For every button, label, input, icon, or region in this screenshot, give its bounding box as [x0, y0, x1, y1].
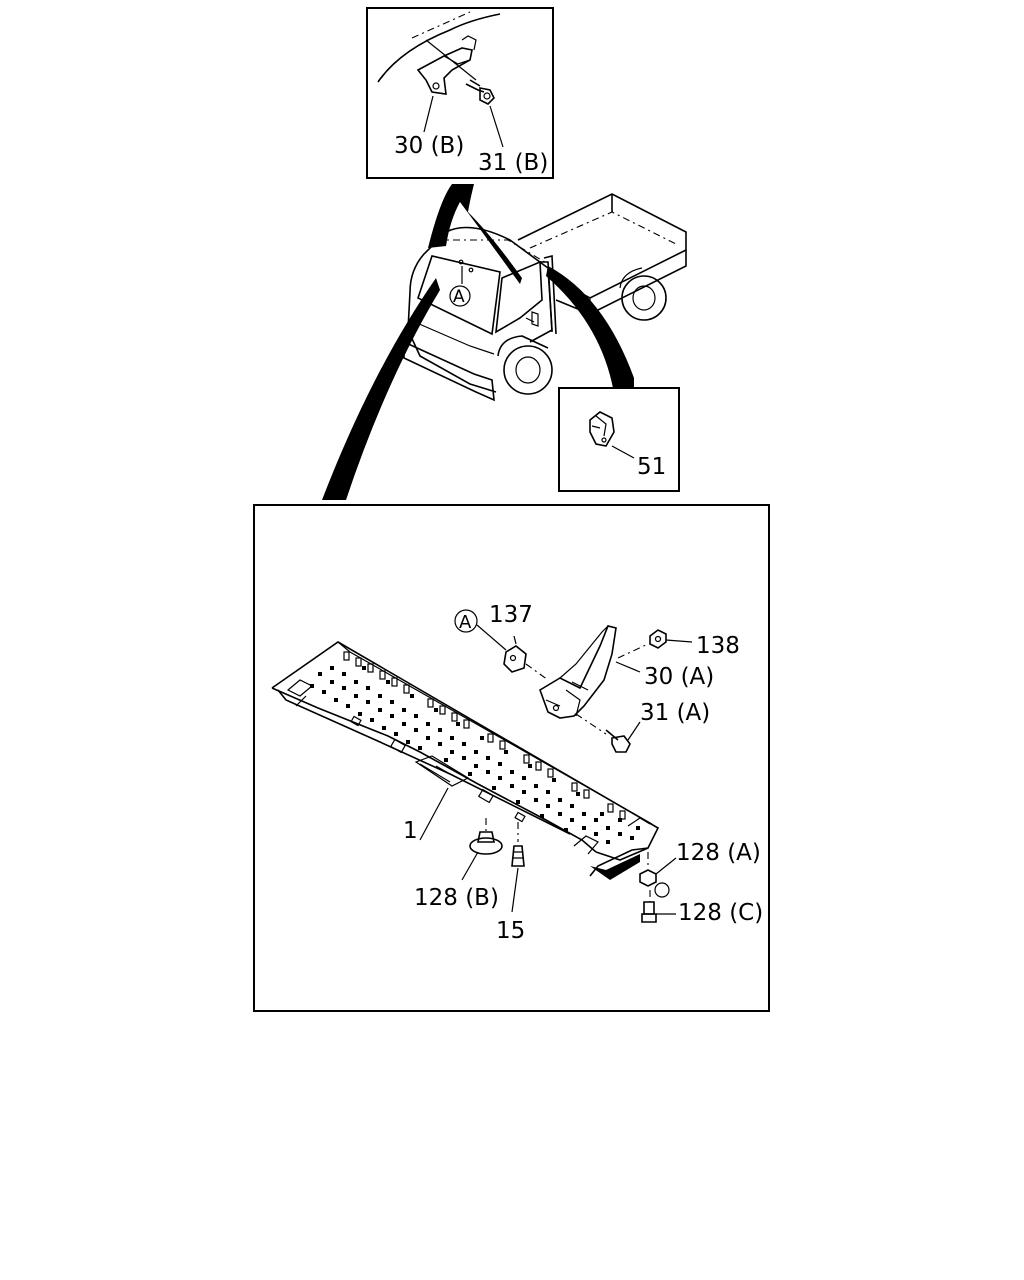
fasteners-lower-left: 128 (B) 15	[414, 818, 525, 944]
bracket-assembly-a: A 137 138 30 (A) 31 (A)	[454, 602, 740, 753]
callout-128c: 128 (C)	[678, 900, 763, 926]
callout-1: 1	[403, 818, 418, 844]
callout-128b: 128 (B)	[414, 885, 499, 911]
callout-31a: 31 (A)	[640, 700, 710, 726]
callout-31b: 31 (B)	[478, 150, 548, 176]
callout-51: 51	[637, 454, 666, 480]
marker-a-truck: A	[453, 287, 465, 307]
callout-137: 137	[489, 602, 533, 628]
marker-a-detail: A	[459, 612, 472, 633]
detail-box-bracket-b: 30 (B) 31 (B)	[366, 7, 554, 179]
callout-138: 138	[696, 633, 740, 659]
pointer-swooshes	[322, 184, 634, 500]
callout-30b: 30 (B)	[394, 133, 464, 159]
callout-15: 15	[496, 918, 525, 944]
detail-box-clip: 51	[558, 387, 680, 492]
detail-box-main	[253, 504, 770, 1012]
fasteners-lower-right: 128 (A) 128 (C)	[639, 840, 763, 926]
callout-30a: 30 (A)	[644, 664, 714, 690]
panel-part-1: 1	[271, 641, 660, 880]
callout-128a: 128 (A)	[676, 840, 761, 866]
